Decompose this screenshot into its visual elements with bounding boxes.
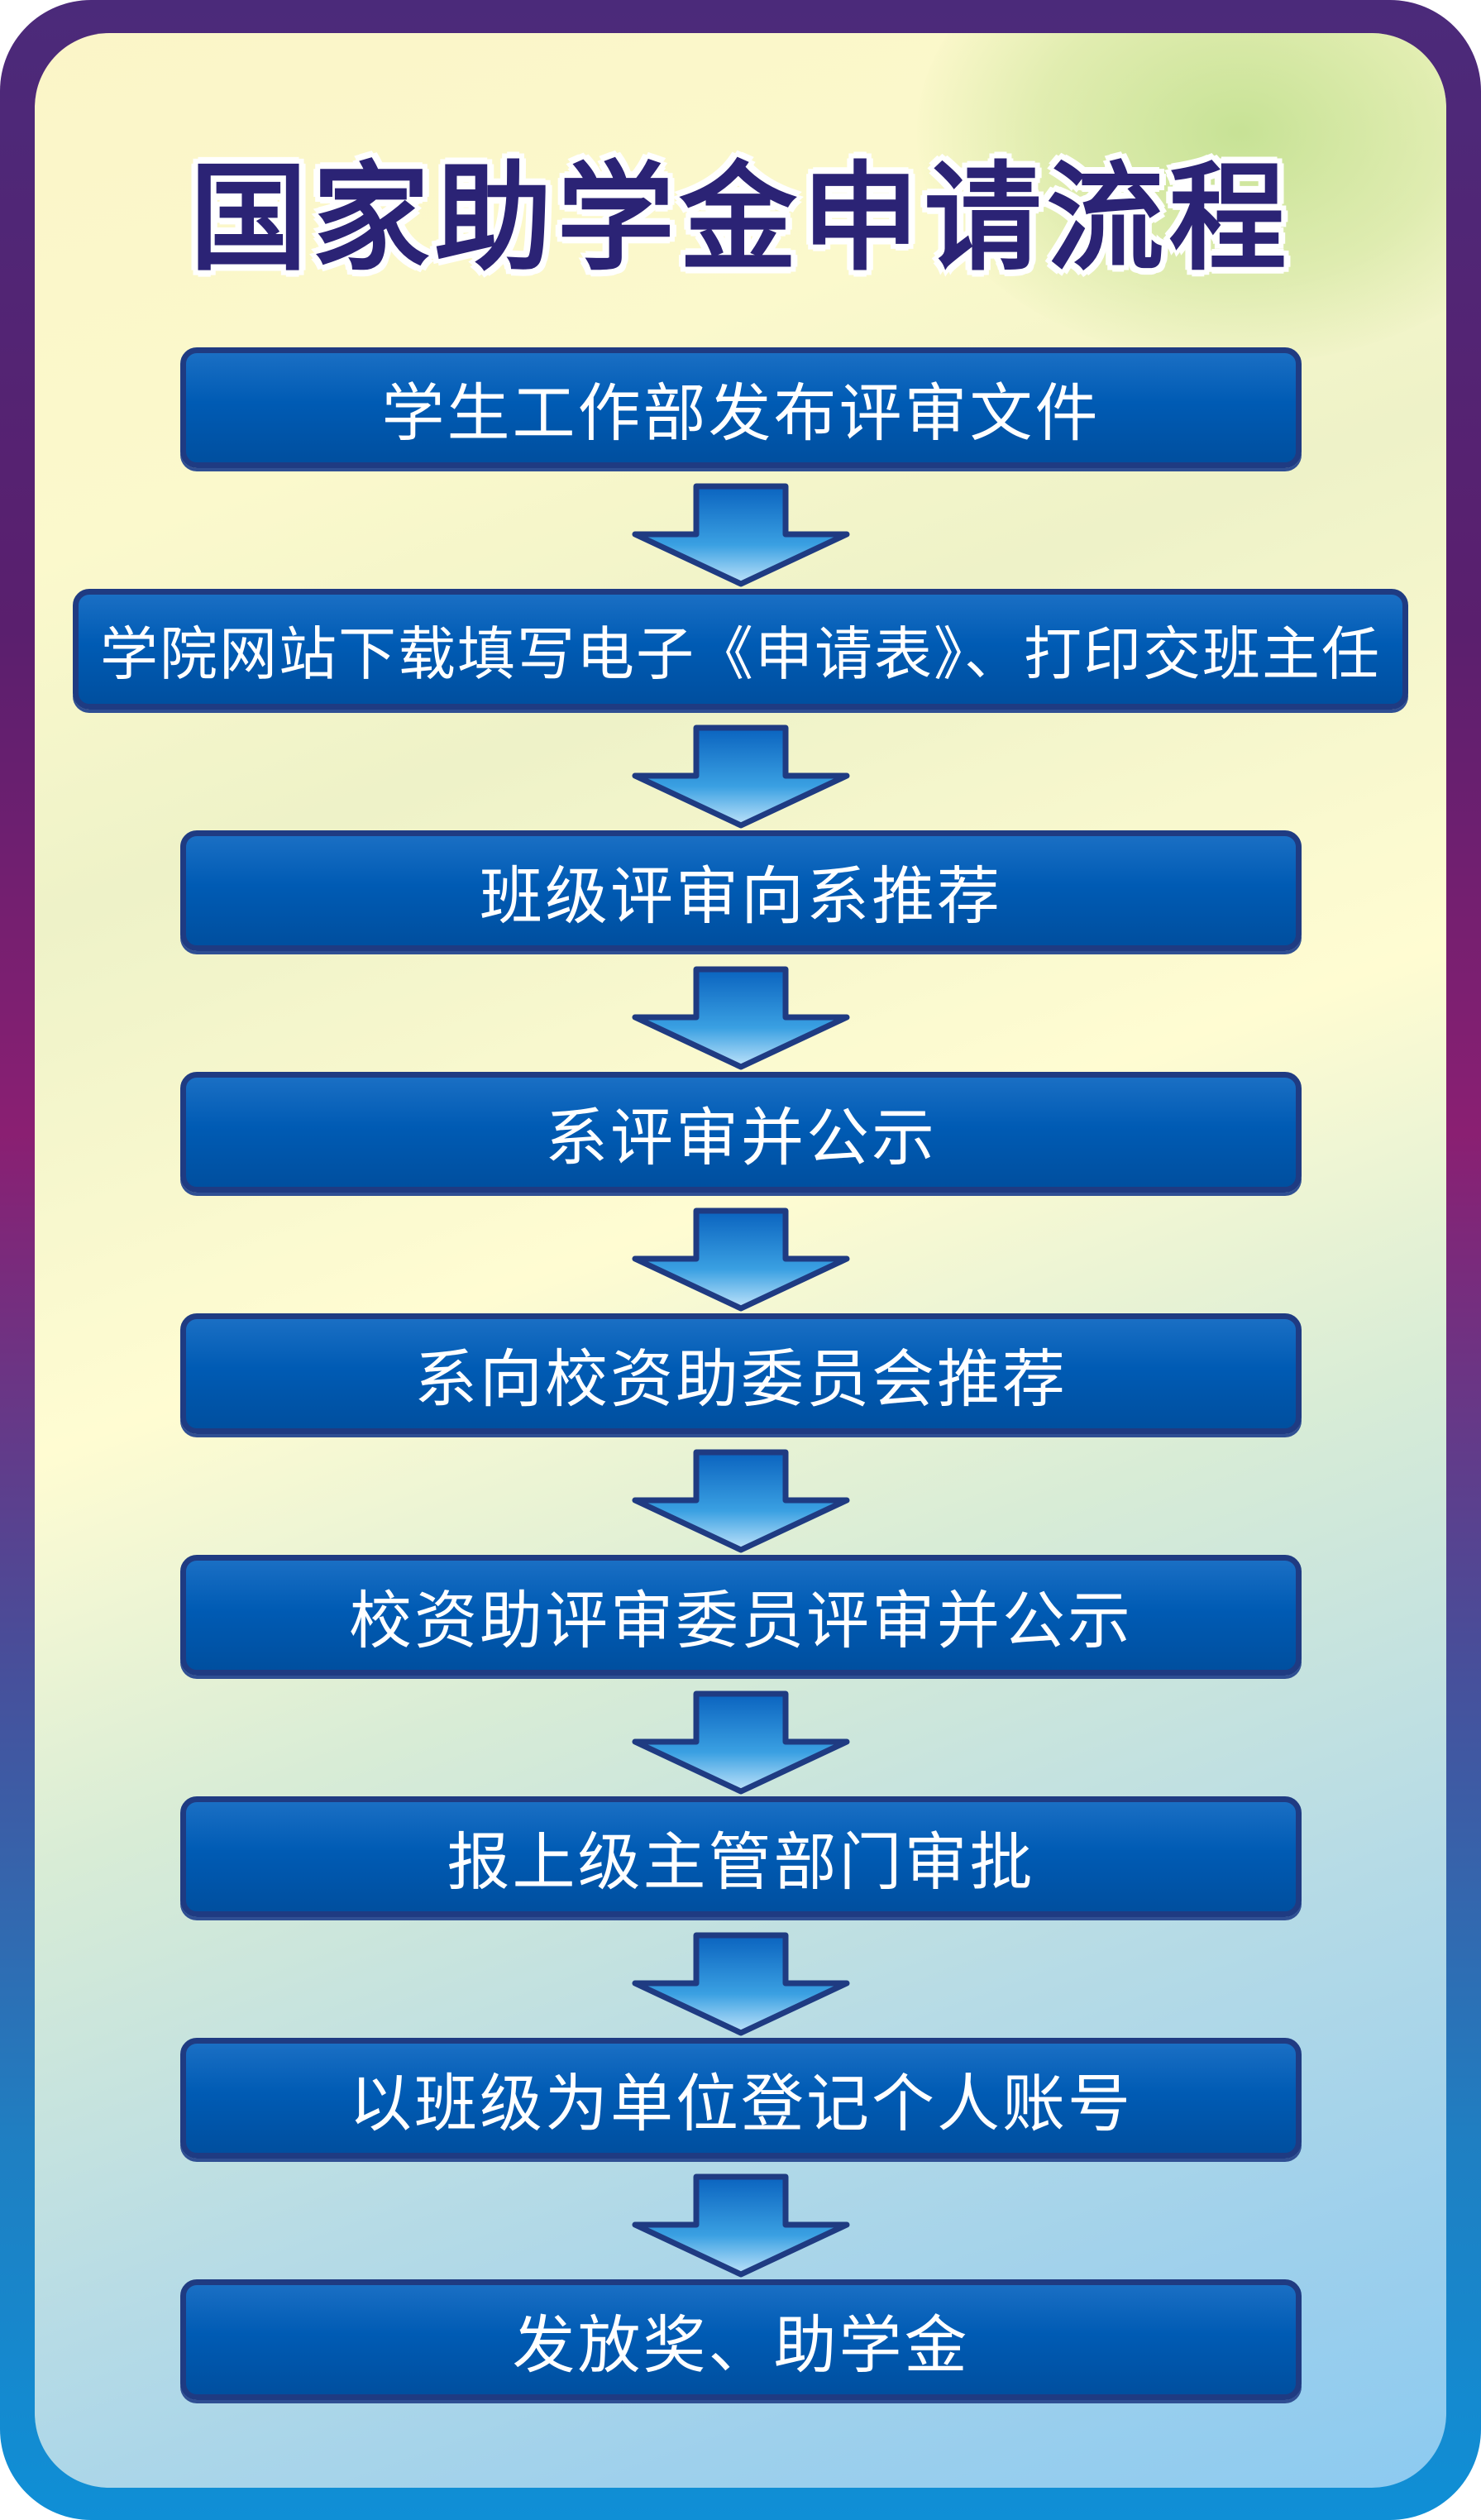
step-5-label: 系向校资助委员会推荐 [414,1342,1068,1416]
step-4-label: 系评审并公示 [545,1101,937,1174]
arrow-down-icon [632,483,850,587]
arrow-down-icon [632,1690,850,1795]
arrow-down-icon [632,1207,850,1312]
step-2-box: 学院网站下载填写电子《申请表》、打印交班主任 [73,589,1408,710]
step-7-box: 报上级主管部门审批 [180,1796,1302,1917]
step-3-box: 班级评审向系推荐 [180,830,1302,951]
step-1-label: 学生工作部发布评审文件 [381,376,1101,450]
step-4-box: 系评审并公示 [180,1072,1302,1193]
step-3-label: 班级评审向系推荐 [480,859,1002,933]
arrow-down-icon [632,2173,850,2278]
step-6-label: 校资助评审委员评审并公示 [349,1584,1133,1657]
step-8-label: 以班级为单位登记个人账号 [349,2067,1133,2140]
step-7-label: 报上级主管部门审批 [447,1825,1035,1899]
step-9-label: 发放奖、助学金 [512,2308,970,2382]
step-9-box: 发放奖、助学金 [180,2279,1302,2400]
step-1-box: 学生工作部发布评审文件 [180,347,1302,468]
step-2-label: 学院网站下载填写电子《申请表》、打印交班主任 [100,619,1381,688]
arrow-down-icon [632,724,850,829]
step-8-box: 以班级为单位登记个人账号 [180,2038,1302,2159]
arrow-down-icon [632,1449,850,1553]
page-title: 国家助学金申请流程 [189,151,1292,287]
step-6-box: 校资助评审委员评审并公示 [180,1555,1302,1676]
step-5-box: 系向校资助委员会推荐 [180,1313,1302,1434]
arrow-down-icon [632,966,850,1070]
arrow-down-icon [632,1932,850,2036]
